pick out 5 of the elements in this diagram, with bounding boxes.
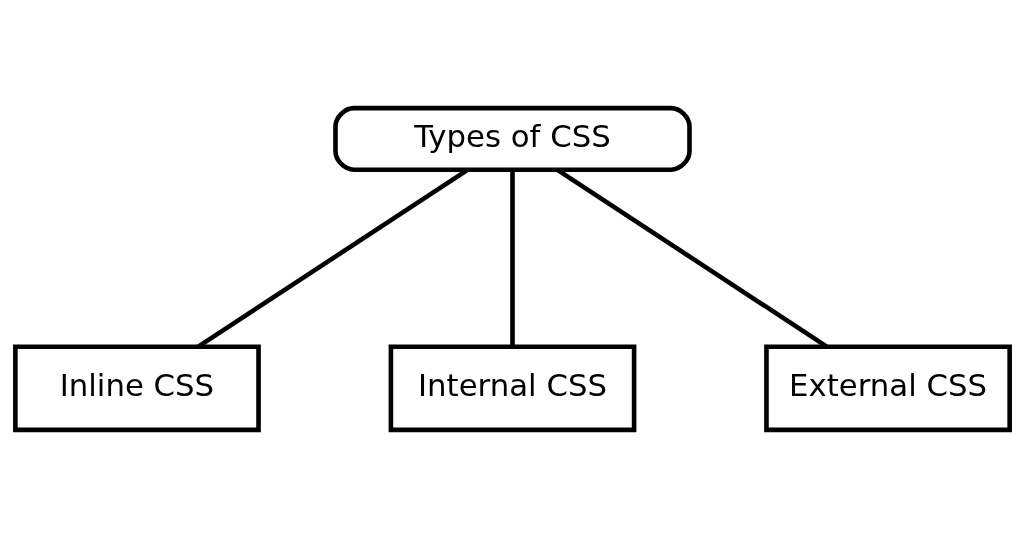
node-box: Types of CSS xyxy=(333,105,692,172)
connector xyxy=(510,169,515,346)
node-box: Inline CSS xyxy=(13,343,261,432)
node-box: External CSS xyxy=(764,343,1012,432)
node-box: Internal CSS xyxy=(388,343,637,432)
